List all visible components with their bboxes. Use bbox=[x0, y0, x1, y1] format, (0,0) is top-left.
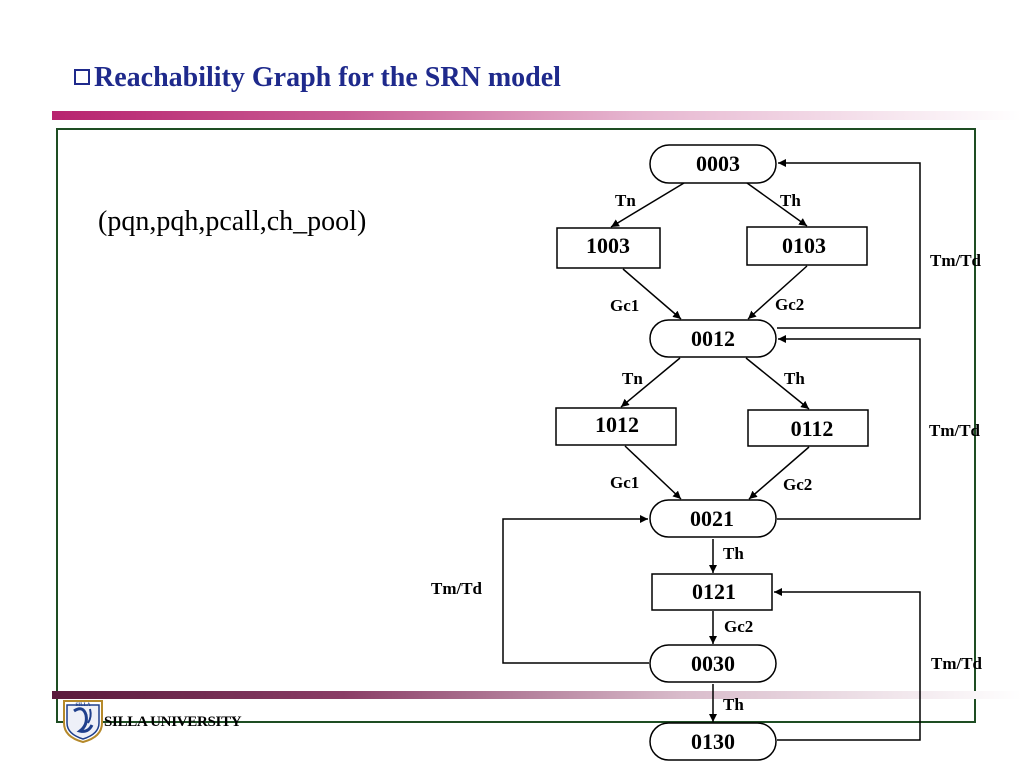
state-0112: 0112 bbox=[747, 409, 869, 447]
edge-0012-0112 bbox=[745, 357, 810, 410]
state-0021-label: 0021 bbox=[690, 506, 734, 531]
state-0103: 0103 bbox=[746, 226, 868, 266]
edge-0012-0003-return bbox=[777, 159, 921, 329]
label-tmtd-3: Tm/Td bbox=[431, 579, 483, 598]
label-gc1-1: Gc1 bbox=[610, 296, 639, 315]
footer-bar bbox=[52, 691, 1022, 699]
state-0003: 0003 bbox=[649, 144, 777, 184]
logo-text: SILLA bbox=[75, 703, 90, 708]
state-tuple-label: (pqn,pqh,pcall,ch_pool) bbox=[98, 206, 367, 237]
state-1003: 1003 bbox=[556, 227, 661, 269]
state-0130-label: 0130 bbox=[691, 729, 735, 754]
edge-0030-0021-return bbox=[502, 515, 649, 664]
label-tmtd-1: Tm/Td bbox=[930, 251, 982, 270]
state-0021: 0021 bbox=[649, 499, 777, 538]
edge-0021-0012-return bbox=[777, 335, 921, 520]
content-frame bbox=[56, 128, 976, 723]
silla-university-logo: SILLA bbox=[63, 700, 103, 743]
edge-0112-0021 bbox=[748, 446, 810, 500]
edge-1012-0021 bbox=[624, 445, 682, 500]
edge-0130-0121-return bbox=[774, 588, 921, 741]
state-0003-label: 0003 bbox=[696, 151, 740, 176]
university-name: SILLA UNIVERSITY bbox=[104, 714, 242, 730]
checkbox-bullet-icon bbox=[74, 69, 90, 85]
state-0112-label: 0112 bbox=[791, 416, 834, 441]
edge-1003-0012 bbox=[622, 268, 682, 320]
state-0012: 0012 bbox=[649, 319, 777, 358]
state-0103-label: 0103 bbox=[782, 233, 826, 258]
edge-0103-0012 bbox=[747, 265, 808, 320]
label-gc2-1: Gc2 bbox=[775, 295, 804, 314]
state-1012: 1012 bbox=[555, 407, 677, 446]
label-tmtd-2: Tm/Td bbox=[929, 421, 981, 440]
label-th-3: Th bbox=[723, 544, 744, 563]
slide-title-text: Reachability Graph for the SRN model bbox=[94, 62, 561, 93]
state-0121: 0121 bbox=[651, 573, 773, 611]
label-th-1: Th bbox=[780, 191, 801, 210]
edge-0012-1012 bbox=[620, 357, 681, 408]
label-tn-2: Tn bbox=[622, 369, 643, 388]
state-0121-label: 0121 bbox=[692, 579, 736, 604]
label-gc1-2: Gc1 bbox=[610, 473, 639, 492]
edge-0003-0103 bbox=[746, 182, 808, 227]
label-th-4: Th bbox=[723, 695, 744, 714]
state-0030-label: 0030 bbox=[691, 651, 735, 676]
label-gc2-3: Gc2 bbox=[724, 617, 753, 636]
state-0130: 0130 bbox=[649, 722, 777, 761]
label-gc2-2: Gc2 bbox=[783, 475, 812, 494]
state-1012-label: 1012 bbox=[595, 412, 639, 437]
label-th-2: Th bbox=[784, 369, 805, 388]
label-tmtd-4: Tm/Td bbox=[931, 654, 983, 673]
slide-title: Reachability Graph for the SRN model bbox=[74, 62, 561, 94]
state-1003-label: 1003 bbox=[586, 233, 630, 258]
label-tn-1: Tn bbox=[615, 191, 636, 210]
edge-0003-1003 bbox=[610, 182, 685, 228]
title-underline-bar bbox=[52, 111, 1022, 120]
state-0012-label: 0012 bbox=[691, 326, 735, 351]
state-0030: 0030 bbox=[649, 644, 777, 683]
